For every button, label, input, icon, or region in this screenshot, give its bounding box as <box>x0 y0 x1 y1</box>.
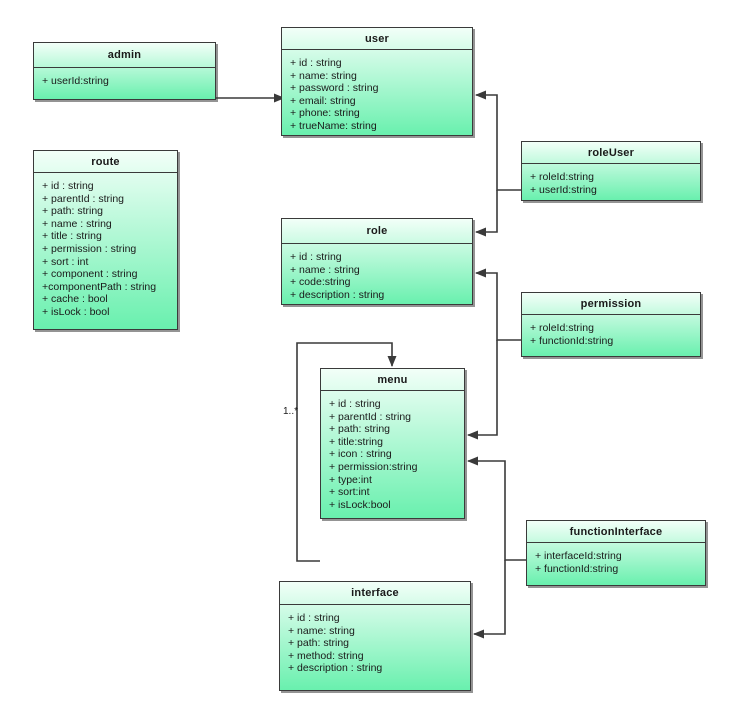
class-attribute: + icon : string <box>329 448 392 461</box>
edge-functioniface-to-iface <box>473 560 506 639</box>
class-attributes-user: + id : string+ name: string+ password : … <box>282 50 472 139</box>
class-attributes-permission: + roleId:string+ functionId:string <box>522 315 700 353</box>
class-attribute: + name: string <box>288 624 355 637</box>
class-attribute: + trueName: string <box>290 119 377 132</box>
class-attribute: + id : string <box>288 612 340 624</box>
class-attribute: + interfaceId:string <box>535 550 622 562</box>
class-name-menu: menu <box>321 369 464 391</box>
edge-permission-to-menu <box>467 340 498 440</box>
class-attribute: + sort : int <box>42 255 89 268</box>
class-name-admin: admin <box>34 43 215 68</box>
class-attributes-menu: + id : string+ parentId : string+ path: … <box>321 391 464 517</box>
edge-functioniface-to-menu <box>467 456 526 561</box>
class-attribute: + type:int <box>329 473 372 486</box>
class-attribute: + permission:string <box>329 460 418 473</box>
class-box-roleUser[interactable]: roleUser+ roleId:string+ userId:string <box>521 141 701 201</box>
class-attributes-functionInterface: + interfaceId:string+ functionId:string <box>527 543 705 581</box>
class-attribute: + title:string <box>329 435 383 448</box>
class-attribute: + password : string <box>290 82 379 95</box>
class-box-user[interactable]: user+ id : string+ name: string+ passwor… <box>281 27 473 136</box>
class-box-route[interactable]: route+ id : string+ parentId : string+ p… <box>33 150 178 330</box>
class-attribute: + functionId:string <box>535 562 619 575</box>
class-attribute: + cache : bool <box>42 293 108 306</box>
class-attribute: + roleId:string <box>530 322 594 334</box>
class-attribute: + isLock:bool <box>329 498 391 511</box>
class-attribute: + path: string <box>329 423 390 436</box>
class-attribute: + parentId : string <box>329 410 412 423</box>
class-attribute: + id : string <box>329 398 381 410</box>
class-attribute: + code:string <box>290 276 351 289</box>
class-attributes-roleUser: + roleId:string+ userId:string <box>522 164 700 202</box>
class-name-permission: permission <box>522 293 700 315</box>
class-attribute: + permission : string <box>42 242 137 255</box>
edge-permission-to-role <box>475 268 521 341</box>
class-attribute: + method: string <box>288 649 364 662</box>
class-attribute: + path: string <box>288 637 349 650</box>
class-attribute: + id : string <box>290 251 342 263</box>
class-attribute: + functionId:string <box>530 334 614 347</box>
class-attribute: + description : string <box>290 288 385 301</box>
class-attribute: + name : string <box>290 263 360 276</box>
class-attribute: + phone: string <box>290 107 360 120</box>
class-name-route: route <box>34 151 177 173</box>
class-attribute: + parentId : string <box>42 192 125 205</box>
class-name-roleUser: roleUser <box>522 142 700 164</box>
class-attribute: +componentPath : string <box>42 280 157 293</box>
class-attribute: + id : string <box>42 180 94 192</box>
class-attribute: + name: string <box>290 69 357 82</box>
class-attributes-admin: + userId:string <box>34 68 215 94</box>
class-attribute: + sort:int <box>329 486 370 499</box>
class-attribute: + id : string <box>290 57 342 69</box>
class-attribute: + userId:string <box>42 75 109 87</box>
class-attribute: + component : string <box>42 268 138 281</box>
edge-roleuser-to-role <box>475 190 498 237</box>
edge-label-menu-multiplicity: 1..* <box>283 406 299 417</box>
class-box-permission[interactable]: permission+ roleId:string+ functionId:st… <box>521 292 701 357</box>
class-attribute: + name : string <box>42 217 112 230</box>
class-attribute: + path: string <box>42 205 103 218</box>
class-attributes-route: + id : string+ parentId : string+ path: … <box>34 173 177 325</box>
class-name-interface: interface <box>280 582 470 605</box>
class-attributes-interface: + id : string+ name: string+ path: strin… <box>280 605 470 681</box>
class-attribute: + description : string <box>288 662 383 675</box>
class-box-role[interactable]: role+ id : string+ name : string+ code:s… <box>281 218 473 305</box>
class-box-admin[interactable]: admin + userId:string <box>33 42 216 100</box>
class-attribute: + isLock : bool <box>42 305 110 318</box>
class-box-functionInterface[interactable]: functionInterface+ interfaceId:string+ f… <box>526 520 706 586</box>
class-attribute: + roleId:string <box>530 171 594 183</box>
class-box-interface[interactable]: interface+ id : string+ name: string+ pa… <box>279 581 471 691</box>
class-name-functionInterface: functionInterface <box>527 521 705 543</box>
class-attribute: + email: string <box>290 94 356 107</box>
class-name-user: user <box>282 28 472 50</box>
class-name-role: role <box>282 219 472 244</box>
class-box-menu[interactable]: menu+ id : string+ parentId : string+ pa… <box>320 368 465 519</box>
edge-roleuser-to-user <box>475 90 521 191</box>
class-attribute: + userId:string <box>530 183 597 196</box>
class-attribute: + title : string <box>42 230 102 243</box>
class-attributes-role: + id : string+ name : string+ code:strin… <box>282 244 472 307</box>
